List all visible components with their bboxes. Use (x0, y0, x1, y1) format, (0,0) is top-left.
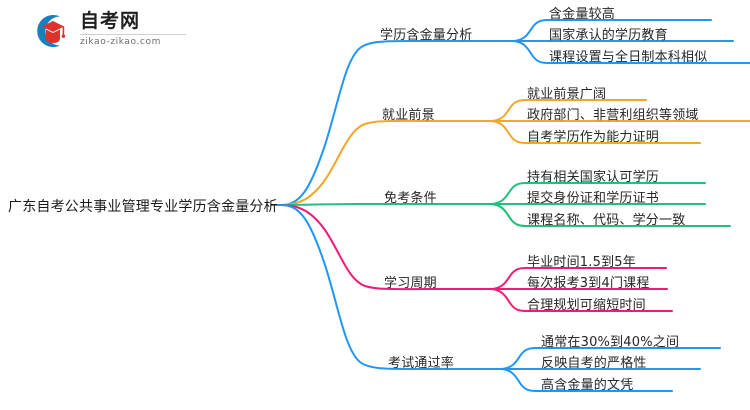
child-label-5-2[interactable]: 反映自考的严格性 (541, 356, 647, 371)
logo-title: 自考网 (80, 10, 141, 32)
branch-label-4[interactable]: 学习周期 (384, 276, 437, 291)
child-label-4-3[interactable]: 合理规划可缩短时间 (527, 298, 646, 313)
child-hook-1-3 (511, 40, 549, 64)
logo-subtitle: zikao-zikao.com (80, 34, 186, 47)
root-topic[interactable]: 广东自考公共事业管理专业学历含金量分析 (8, 199, 278, 215)
branch-label-1[interactable]: 学历含金量分析 (380, 28, 473, 43)
child-label-3-1[interactable]: 持有相关国家认可学历 (527, 170, 660, 185)
child-label-3-2[interactable]: 提交身份证和学历证书 (527, 191, 660, 206)
zikao-graduation-cap-logo-icon (37, 14, 66, 48)
child-label-5-1[interactable]: 通常在30%到40%之间 (541, 335, 680, 350)
child-label-1-3[interactable]: 课程设置与全日制本科相似 (549, 50, 708, 65)
child-label-2-3[interactable]: 自考学历作为能力证明 (527, 130, 660, 145)
child-hook-2-1 (489, 99, 527, 122)
child-label-5-3[interactable]: 高含金量的文凭 (541, 378, 634, 393)
child-hook-2-3 (489, 120, 527, 144)
branch-line-5 (280, 204, 431, 371)
site-logo[interactable]: 自考网 zikao-zikao.com (30, 8, 210, 54)
child-label-3-3[interactable]: 课程名称、代码、学分一致 (527, 213, 686, 228)
branch-line-3 (280, 202, 431, 206)
child-hook-3-3b (489, 203, 527, 227)
child-hook-4-1 (489, 267, 527, 290)
branch-line-1 (280, 39, 431, 206)
child-hook-5-3 (499, 368, 537, 392)
child-label-2-2[interactable]: 政府部门、非营利组织等领域 (527, 108, 699, 123)
child-hook-5-1 (499, 347, 537, 370)
child-label-1-1[interactable]: 含金量较高 (549, 7, 616, 22)
child-hook-4-3 (489, 288, 527, 312)
branch-line-2 (280, 119, 431, 206)
child-label-4-1[interactable]: 毕业时间1.5到5年 (527, 255, 636, 270)
child-label-2-1[interactable]: 就业前景广阔 (527, 87, 607, 102)
branch-label-2[interactable]: 就业前景 (382, 108, 435, 123)
child-hook-1-1 (511, 19, 549, 42)
logo-text-block: 自考网 zikao-zikao.com (80, 10, 186, 47)
branch-label-5[interactable]: 考试通过率 (388, 356, 455, 371)
child-hook-3-1 (489, 182, 527, 205)
branch-line-4 (280, 204, 431, 291)
child-label-1-2[interactable]: 国家承认的学历教育 (549, 28, 668, 43)
child-label-4-2[interactable]: 每次报考3到4门课程 (527, 276, 650, 291)
branch-label-3[interactable]: 免考条件 (384, 191, 437, 206)
